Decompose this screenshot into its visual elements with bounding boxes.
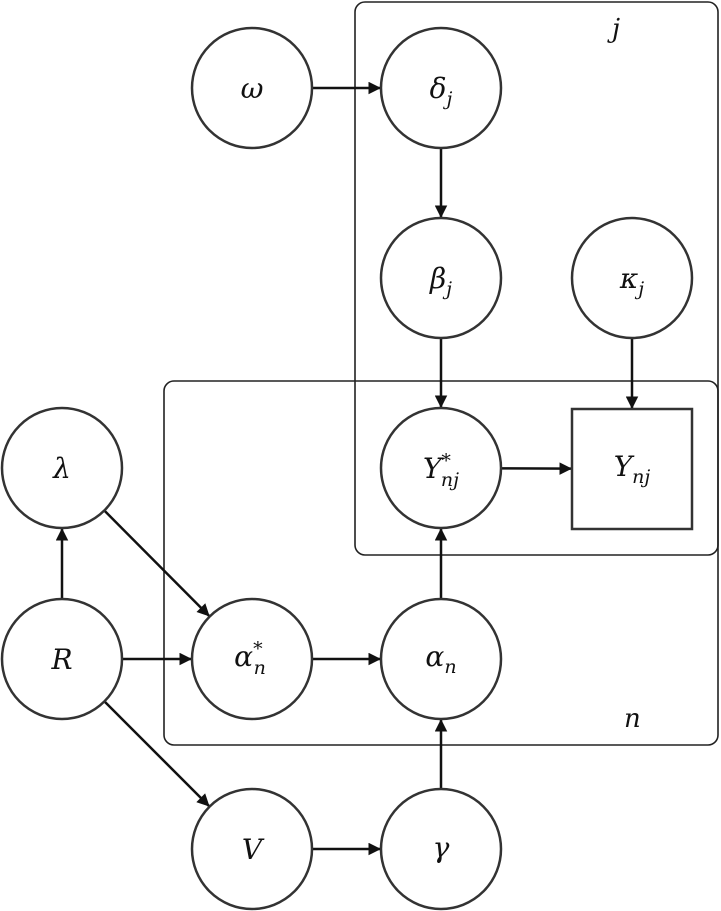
node-V-label: V — [242, 833, 265, 866]
node-omega-circle — [190, 26, 314, 150]
node-delta-label: δj — [430, 72, 453, 110]
node-alpha: αn — [379, 597, 503, 721]
node-ystar: Y*nj — [379, 406, 503, 530]
edges-group — [55, 81, 639, 856]
node-V-circle — [190, 787, 314, 911]
node-omega: ω — [190, 26, 314, 150]
node-omega-label: ω — [241, 72, 264, 105]
node-kappa-label: κj — [619, 262, 644, 300]
node-beta-label: βj — [429, 262, 452, 300]
node-beta-circle — [379, 216, 503, 340]
node-alpha-circle — [379, 597, 503, 721]
node-V: V — [190, 787, 314, 911]
node-gamma-label: γ — [433, 831, 450, 864]
edge-lambda-to-alphastar — [103, 509, 211, 618]
node-y-square — [570, 407, 694, 531]
node-beta: βj — [379, 216, 503, 340]
node-y-label: Ynj — [614, 450, 651, 488]
node-alphastar-label: α*n — [234, 638, 266, 679]
plate-j-label: j — [607, 14, 620, 44]
node-alphastar-circle — [190, 597, 314, 721]
node-R-circle — [0, 597, 124, 721]
node-gamma: γ — [379, 787, 503, 911]
node-kappa-circle — [570, 216, 694, 340]
node-alpha-label: αn — [425, 640, 456, 678]
node-lambda-label: λ — [52, 452, 71, 485]
node-R: R — [0, 597, 124, 721]
node-delta-circle — [379, 26, 503, 150]
node-gamma-circle — [379, 787, 503, 911]
node-lambda-circle — [0, 406, 124, 530]
node-kappa: κj — [570, 216, 694, 340]
node-alphastar: α*n — [190, 597, 314, 721]
node-lambda: λ — [0, 406, 124, 530]
node-ystar-circle — [379, 406, 503, 530]
node-R-label: R — [50, 643, 72, 676]
plate-n-label: n — [624, 704, 641, 734]
plate-j — [354, 1, 719, 556]
node-delta: δj — [379, 26, 503, 150]
node-ystar-label: Y*nj — [423, 450, 459, 491]
edge-R-to-V — [103, 700, 211, 808]
node-y-observed: Ynj — [570, 407, 694, 531]
